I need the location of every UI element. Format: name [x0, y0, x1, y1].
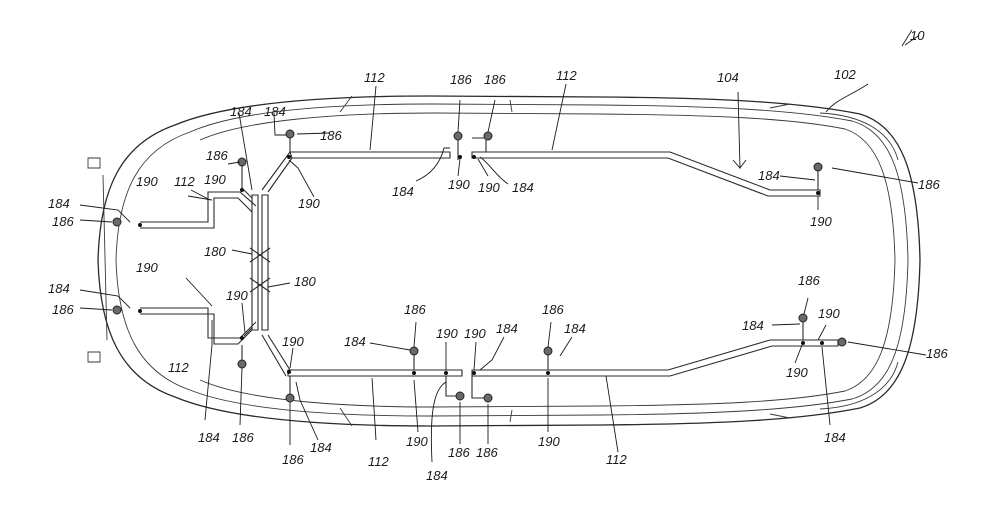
label-186: 186: [52, 214, 74, 229]
label-184: 184: [230, 104, 252, 119]
label-190: 190: [226, 288, 248, 303]
label-184: 184: [426, 468, 448, 483]
nozzle-node: [455, 391, 465, 401]
label-186: 186: [926, 346, 948, 361]
label-102: 102: [834, 67, 856, 82]
nozzle-node: [285, 129, 295, 139]
nozzle-node: [285, 393, 295, 403]
nozzle-node: [453, 131, 463, 141]
label-190: 190: [464, 326, 486, 341]
nozzle-node: [112, 305, 122, 315]
label-180: 180: [204, 244, 226, 259]
label-112: 112: [174, 174, 195, 189]
label-186: 186: [798, 273, 820, 288]
nozzle-node: [798, 313, 808, 323]
label-184: 184: [264, 104, 286, 119]
label-190: 190: [810, 214, 832, 229]
label-190: 190: [448, 177, 470, 192]
label-112: 112: [368, 454, 389, 469]
label-190: 190: [478, 180, 500, 195]
label-112: 112: [168, 360, 189, 375]
junction-taps: [138, 155, 824, 375]
label-186: 186: [542, 302, 564, 317]
label-186: 186: [404, 302, 426, 317]
label-190: 190: [136, 260, 158, 275]
label-184: 184: [742, 318, 764, 333]
label-112: 112: [606, 452, 627, 467]
nozzle-node: [112, 217, 122, 227]
label-190: 190: [204, 172, 226, 187]
label-190: 190: [818, 306, 840, 321]
nozzle-node: [483, 131, 493, 141]
reference-labels: 10 102 104 112 112 112 112 112 112 180 1…: [48, 28, 948, 483]
label-186: 186: [282, 452, 304, 467]
label-184: 184: [48, 281, 70, 296]
label-190: 190: [136, 174, 158, 189]
label-186: 186: [476, 445, 498, 460]
vehicle-body-outline: [87, 95, 921, 427]
label-184: 184: [824, 430, 846, 445]
nozzle-node: [483, 393, 493, 403]
label-186: 186: [918, 177, 940, 192]
label-112: 112: [556, 68, 577, 83]
label-186: 186: [52, 302, 74, 317]
nozzle-node: [543, 346, 553, 356]
label-186: 186: [232, 430, 254, 445]
nozzle-node: [837, 337, 847, 347]
label-184: 184: [512, 180, 534, 195]
nozzle-node: [409, 346, 419, 356]
label-184: 184: [344, 334, 366, 349]
label-184: 184: [48, 196, 70, 211]
leader-lines: [79, 29, 927, 463]
label-10: 10: [910, 28, 925, 43]
label-186: 186: [484, 72, 506, 87]
label-186: 186: [320, 128, 342, 143]
label-104: 104: [717, 70, 739, 85]
label-184: 184: [564, 321, 586, 336]
duct-network: [140, 135, 839, 399]
label-112: 112: [364, 70, 385, 85]
label-190: 190: [786, 365, 808, 380]
label-186: 186: [450, 72, 472, 87]
label-186: 186: [448, 445, 470, 460]
nozzle-node: [237, 359, 247, 369]
label-184: 184: [310, 440, 332, 455]
label-184: 184: [758, 168, 780, 183]
nozzle-nodes: [112, 129, 847, 403]
label-190: 190: [436, 326, 458, 341]
label-190: 190: [282, 334, 304, 349]
label-186: 186: [206, 148, 228, 163]
label-184: 184: [392, 184, 414, 199]
label-184: 184: [198, 430, 220, 445]
label-190: 190: [406, 434, 428, 449]
label-190: 190: [298, 196, 320, 211]
label-180: 180: [294, 274, 316, 289]
label-190: 190: [538, 434, 560, 449]
label-184: 184: [496, 321, 518, 336]
nozzle-node: [813, 162, 823, 172]
